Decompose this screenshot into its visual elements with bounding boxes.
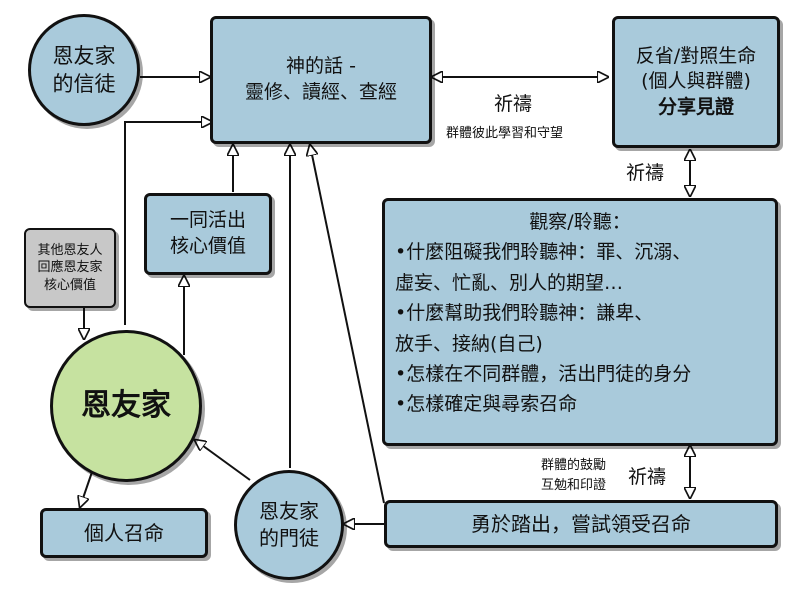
believers-node: 恩友家 的信徒 xyxy=(28,14,140,126)
arrow-stepout-to-word xyxy=(310,145,385,504)
others-line-3: 核心價值 xyxy=(43,277,96,293)
word-line-1: 神的話 - xyxy=(286,55,356,78)
word-of-god-node: 神的話 - 靈修、讀經、查經 xyxy=(210,16,432,144)
reflect-line-2: (個人與群體) xyxy=(641,70,751,93)
reflect-line-3: 分享見證 xyxy=(657,95,734,118)
arrow-disciples-to-center xyxy=(195,440,251,481)
observe-line-6: •怎樣確定與尋索召命 xyxy=(395,393,578,416)
observe-node: 觀察/聆聽： •什麼阻礙我們聆聽神：罪、沉溺、 虛妄、忙亂、別人的期望… •什麼… xyxy=(382,198,778,446)
personal-calling-node: 個人召命 xyxy=(40,508,208,558)
encourage-label-1: 群體的鼓勵 xyxy=(541,458,607,473)
observe-line-2: 虛妄、忙亂、別人的期望… xyxy=(395,271,624,294)
observe-line-4: 放手、接納(自己) xyxy=(395,332,543,355)
believers-line-1: 恩友家 xyxy=(52,43,116,68)
reflect-node: 反省/對照生命 (個人與群體) 分享見證 xyxy=(612,16,780,148)
prayer-label-bottom: 祈禱 xyxy=(628,466,667,488)
center-node: 恩友家 xyxy=(50,330,202,482)
others-line-1: 其他恩友人 xyxy=(37,242,103,258)
prayer-label-mid: 祈禱 xyxy=(626,162,665,184)
word-line-2: 靈修、讀經、查經 xyxy=(244,81,397,103)
core-values-node: 一同活出 核心價值 xyxy=(144,193,272,275)
step-out-node: 勇於踏出，嘗試領受召命 xyxy=(384,500,778,548)
personal-calling-label: 個人召命 xyxy=(84,520,164,545)
observe-line-3: •什麼幫助我們聆聽神：謙卑、 xyxy=(395,302,654,325)
observe-title: 觀察/聆聽： xyxy=(529,211,631,233)
reflect-line-1: 反省/對照生命 xyxy=(635,44,757,67)
disciples-line-1: 恩友家 xyxy=(259,499,319,523)
core-values-line-1: 一同活出 xyxy=(169,209,246,232)
disciples-line-2: 的門徒 xyxy=(259,526,319,550)
prayer-label-top: 祈禱 xyxy=(494,93,533,115)
believers-line-2: 的信徒 xyxy=(52,72,116,96)
center-label: 恩友家 xyxy=(81,387,171,423)
arrow-center-to-personal-calling xyxy=(80,471,93,507)
encourage-label-2: 互勉和印證 xyxy=(541,478,607,493)
disciples-node: 恩友家 的門徒 xyxy=(234,470,344,580)
step-out-label: 勇於踏出，嘗試領受召命 xyxy=(471,511,691,536)
observe-line-5: •怎樣在不同群體，活出門徒的身分 xyxy=(395,362,692,385)
core-values-line-2: 核心價值 xyxy=(169,235,246,257)
others-line-2: 回應恩友家 xyxy=(37,260,103,276)
observe-line-1: •什麼阻礙我們聆聽神：罪、沉溺、 xyxy=(395,241,692,264)
watch-label: 群體彼此學習和守望 xyxy=(446,126,564,141)
others-node: 其他恩友人 回應恩友家 核心價值 xyxy=(24,228,116,308)
